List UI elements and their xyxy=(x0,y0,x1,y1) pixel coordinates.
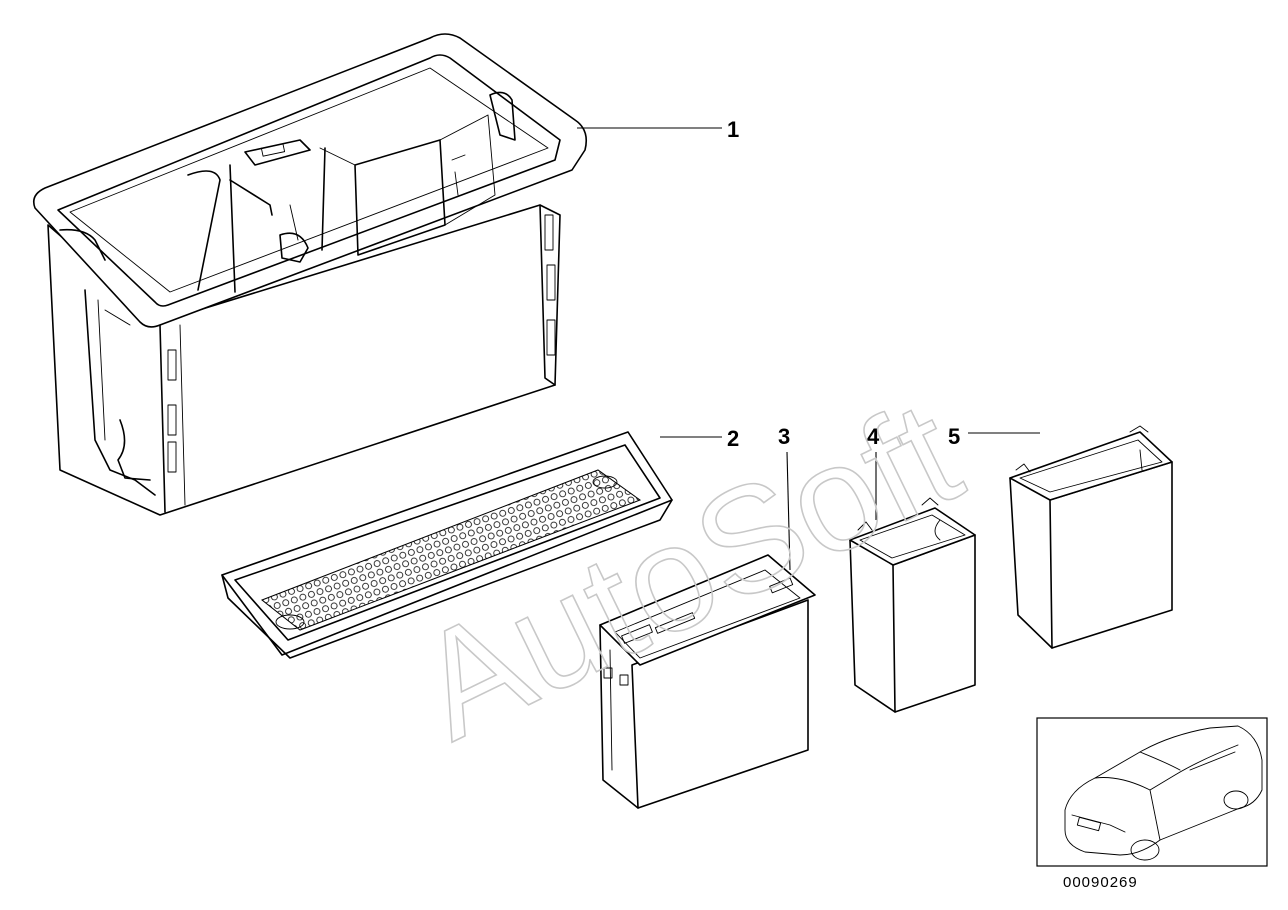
diagram-number: 00090269 xyxy=(1063,874,1138,891)
callout-1: 1 xyxy=(727,117,739,142)
leader-lines xyxy=(577,127,1040,571)
vehicle-thumbnail xyxy=(1036,717,1268,867)
part-5-holder[interactable] xyxy=(1009,425,1173,649)
car-outline-icon xyxy=(1064,725,1263,861)
callout-2: 2 xyxy=(727,426,739,451)
part-1-storage-box[interactable] xyxy=(32,33,588,516)
part-2-tray[interactable] xyxy=(221,431,673,659)
callout-labels: 1 2 3 4 5 xyxy=(727,117,960,451)
box-slot-group xyxy=(167,214,556,473)
callout-4: 4 xyxy=(867,424,880,449)
callout-5: 5 xyxy=(948,424,960,449)
part-3-holder[interactable] xyxy=(599,554,816,809)
part-4-holder[interactable] xyxy=(849,497,976,713)
callout-3: 3 xyxy=(778,424,790,449)
